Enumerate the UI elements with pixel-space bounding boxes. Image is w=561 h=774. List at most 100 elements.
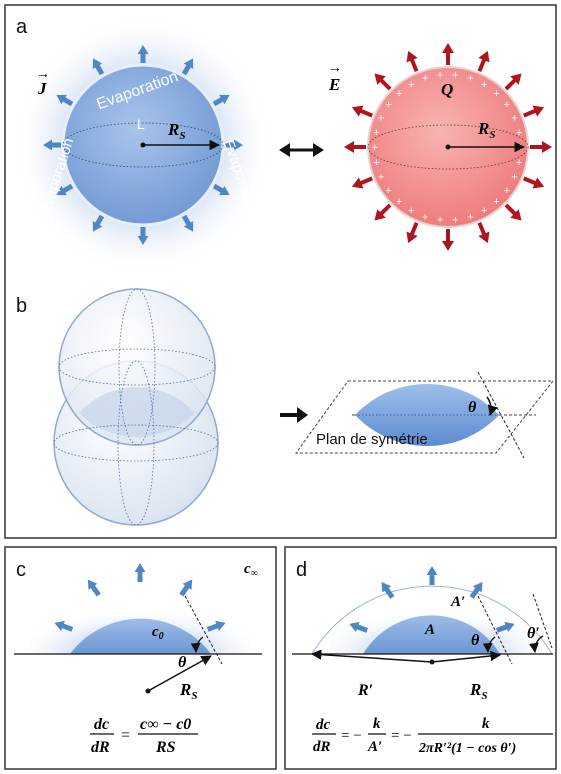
flux-arrow: [56, 183, 74, 196]
plus-charge: +: [493, 196, 499, 208]
eq-d-equals-1: = −: [341, 728, 362, 744]
eq-c-rhs-num: c∞ − c0: [140, 716, 191, 733]
plus-charge: +: [452, 69, 458, 81]
plus-charge: +: [408, 79, 414, 91]
plus-charge: +: [378, 112, 384, 124]
field-arrow: [530, 141, 552, 153]
plus-charge: +: [481, 79, 487, 91]
tangent-line-c: [184, 595, 223, 665]
panel-c-label: c: [16, 559, 26, 581]
plus-charge: +: [467, 211, 473, 223]
plus-charge: +: [437, 69, 443, 81]
panel-b-label: b: [16, 295, 27, 317]
cap-flux-arrow: [381, 581, 395, 599]
panel-a-label: a: [16, 16, 28, 38]
panel-ab-border: [4, 4, 557, 539]
eq-d-lhs-num: dc: [316, 717, 331, 733]
flux-arrow: [212, 94, 230, 107]
field-arrow: [344, 141, 366, 153]
charge-symbol-q: Q: [441, 80, 453, 99]
gas-letter-g: G: [225, 43, 233, 54]
cap-flux-arrow: [54, 620, 74, 632]
equation-c: dc dR = c∞ − c0 RS: [90, 716, 198, 756]
plus-charge: +: [452, 215, 458, 227]
field-arrow: [504, 203, 522, 221]
panel-c-border: [4, 546, 277, 770]
flux-arrow: [56, 94, 74, 107]
cap-flux-arrow: [179, 579, 193, 597]
cap-flux-arrows-d: [349, 566, 515, 633]
radius-prime-line: [310, 649, 433, 663]
plus-charge: +: [385, 185, 391, 197]
cap-drop-c: [70, 618, 211, 654]
flux-arrow: [212, 183, 230, 196]
plane-label: Plan de symétrie: [316, 431, 428, 448]
eq-c-lhs-num: dc: [94, 716, 109, 733]
angle-arc-d: [482, 636, 496, 653]
radius-line-d: [431, 650, 502, 663]
plus-charge: +: [516, 127, 522, 139]
angle-label-c: θ: [178, 654, 187, 671]
radius-label-d: RS: [469, 680, 487, 702]
radius-label-right: RS: [477, 119, 495, 141]
plus-charge: +: [518, 142, 524, 154]
equation-d: dc dR = − k A′ = − k 2πR′²(1 − cos θ′): [312, 716, 553, 756]
flux-arrow: [181, 214, 194, 232]
flux-arrow: [181, 58, 194, 76]
plus-charge: +: [504, 99, 510, 111]
plus-charge: +: [408, 205, 414, 217]
eq-d-k1: k: [373, 716, 381, 732]
radius-line-c: [147, 655, 212, 692]
eq-d-equals-2: = −: [391, 728, 412, 744]
plus-charge: +: [378, 172, 384, 184]
plus-charge: +: [511, 112, 517, 124]
c-infinity-label: c∞: [244, 561, 258, 579]
cap-drop-d: [363, 615, 500, 654]
flux-arrow: [92, 58, 105, 76]
plus-charge: +: [504, 185, 510, 197]
transition-arrow: [280, 407, 308, 423]
panel-d-border: [284, 546, 557, 770]
field-arrow: [351, 176, 374, 189]
tangent-line-b: [477, 371, 525, 459]
cap-flux-arrow: [426, 566, 438, 585]
cap-flux-arrow: [349, 621, 369, 633]
plus-charge: +: [422, 211, 428, 223]
plus-charge: +: [373, 127, 379, 139]
eq-c-equals: =: [121, 727, 130, 744]
evaporation-flux-arrows: [43, 45, 243, 245]
electric-field-arrows: [344, 43, 552, 251]
angle-arc-c: [190, 636, 204, 653]
field-arrow: [522, 105, 545, 118]
area-label: A: [424, 622, 435, 638]
cap-flux-arrow: [495, 621, 515, 633]
plus-charge: +: [437, 215, 443, 227]
angle-label-b: θ: [468, 399, 477, 416]
radius-label-left: RS: [167, 120, 185, 142]
plus-charge: +: [385, 99, 391, 111]
angle-arc-b: [486, 396, 498, 417]
c0-label: c0: [152, 624, 164, 642]
gas-circle-g: [222, 39, 238, 55]
plus-charge: +: [467, 73, 473, 85]
field-arrow: [406, 221, 419, 244]
eq-d-aprime: A′: [367, 739, 382, 755]
eq-d-lhs-den: dR: [313, 739, 331, 755]
field-arrow: [477, 50, 490, 73]
plus-charge: +: [396, 196, 402, 208]
flux-arrow-over-j: →: [36, 67, 50, 82]
flux-arrow: [137, 45, 149, 63]
cap-flux-arrow: [206, 620, 226, 632]
flux-arrow: [225, 139, 243, 151]
field-arrow: [351, 105, 374, 118]
eq-c-lhs-den: dR: [91, 739, 110, 756]
field-symbol-e: E: [328, 75, 340, 94]
liquid-letter-l: L: [137, 116, 145, 132]
angle-prime-label-d: θ′: [527, 625, 540, 642]
angle-label-d: θ: [471, 632, 480, 649]
lens-drop: [352, 383, 499, 447]
field-arrow: [477, 221, 490, 244]
plus-charge: +: [516, 157, 522, 169]
tangent-line-d1: [477, 595, 513, 665]
